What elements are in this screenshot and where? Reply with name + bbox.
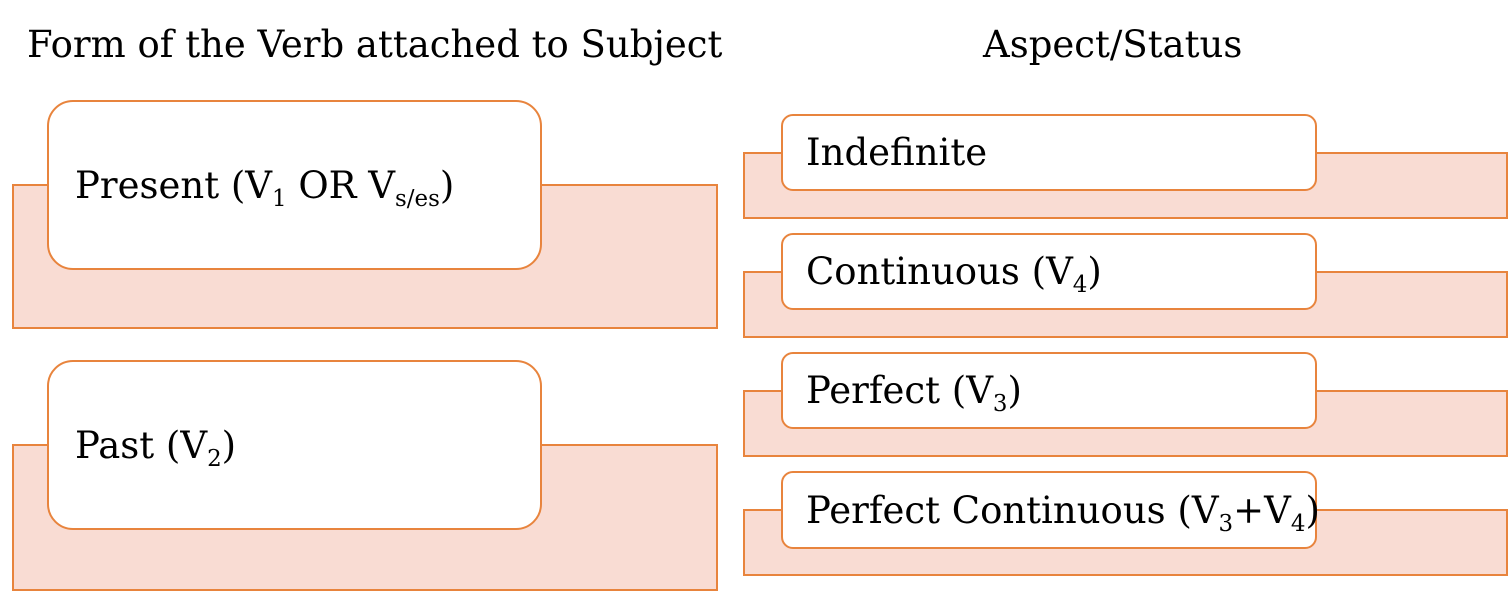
past-label: Past (V2) (75, 423, 237, 472)
indefinite-box: Indefinite (781, 114, 1317, 191)
perfect-continuous-label: Perfect Continuous (V3+V4) (806, 488, 1320, 537)
perfect-box: Perfect (V3) (781, 352, 1317, 429)
perfect-continuous-box: Perfect Continuous (V3+V4) (781, 471, 1320, 549)
present-label: Present (V1 OR Vs/es) (75, 163, 455, 212)
continuous-box: Continuous (V4) (781, 233, 1317, 310)
indefinite-label: Indefinite (806, 131, 988, 174)
form-column-heading: Form of the Verb attached to Subject (27, 23, 723, 66)
perfect-label: Perfect (V3) (806, 369, 1022, 418)
continuous-label: Continuous (V4) (806, 250, 1102, 299)
past-box: Past (V2) (47, 360, 542, 530)
aspect-column-heading: Aspect/Status (983, 23, 1243, 66)
present-box: Present (V1 OR Vs/es) (47, 100, 542, 270)
